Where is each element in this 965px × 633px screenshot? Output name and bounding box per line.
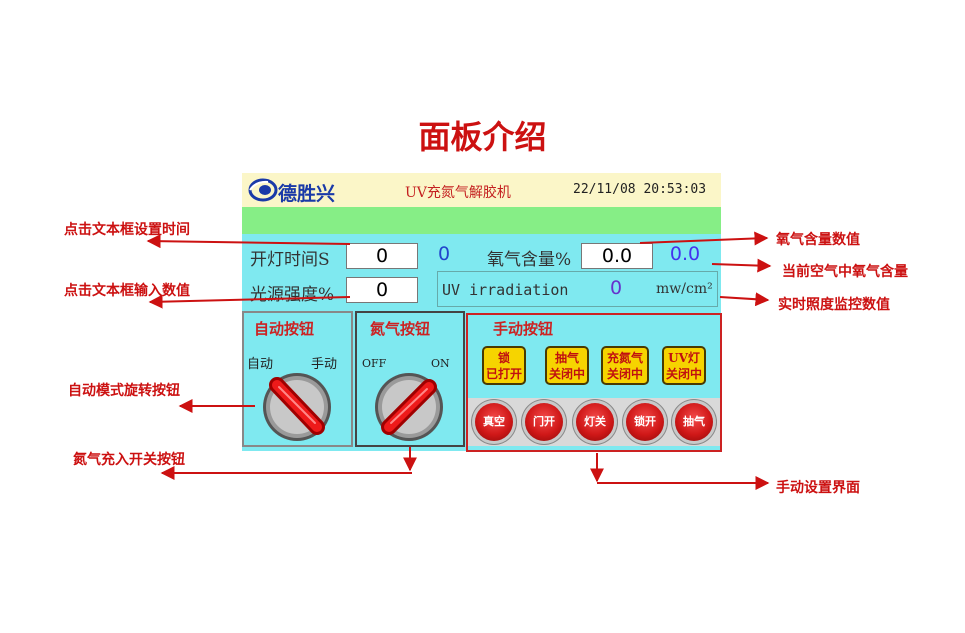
auto-panel: 自动按钮 自动 手动 — [242, 311, 353, 447]
vacuum-button-line1: 抽气 — [554, 351, 579, 365]
clock[interactable]: 22/11/08 20:53:03 — [573, 182, 706, 197]
auto-panel-title: 自动按钮 — [254, 320, 315, 338]
oxygen-setpoint-input[interactable]: 0.0 — [581, 243, 653, 269]
hmi-header: 德胜兴 UV充氮气解胶机 22/11/08 20:53:03 — [242, 173, 721, 207]
annotation-input-value: 点击文本框输入数值 — [64, 283, 190, 299]
lamp-time-label: 开灯时间S — [250, 250, 330, 270]
nitrogen-panel-title: 氮气按钮 — [370, 320, 431, 338]
indicator-door[interactable]: 门开 — [525, 403, 563, 441]
indicator-lamp[interactable]: 灯关 — [576, 403, 614, 441]
brand-logo-icon — [248, 178, 278, 202]
machine-name: UV充氮气解胶机 — [405, 185, 511, 201]
lamp-time-input[interactable]: 0 — [346, 243, 418, 269]
lamp-time-actual: 0 — [438, 243, 451, 265]
auto-label: 自动 — [247, 357, 274, 372]
oxygen-actual-value: 0.0 — [669, 243, 701, 265]
annotation-current-oxygen: 当前空气中氧气含量 — [782, 264, 908, 280]
on-label: ON — [431, 357, 450, 370]
uv-irradiation-box: UV irradiation 0 mw/cm² — [437, 271, 718, 307]
nitrogen-fill-button[interactable]: 充氮气 关闭中 — [601, 346, 649, 385]
uv-lamp-button-line2: 关闭中 — [665, 367, 702, 381]
annotation-manual-ui: 手动设置界面 — [776, 480, 860, 496]
nitrogen-fill-button-line1: 充氮气 — [606, 351, 643, 365]
brand-name: 德胜兴 — [278, 183, 336, 205]
uv-lamp-button[interactable]: UV灯 关闭中 — [662, 346, 706, 385]
annotation-oxygen-value: 氧气含量数值 — [776, 232, 860, 248]
arrow-irradiance — [719, 292, 770, 307]
manual-label: 手动 — [311, 357, 338, 372]
arrow-oxygen-value — [639, 231, 769, 246]
arrow-set-time — [146, 234, 351, 249]
manual-panel: 手动按钮 锁 已打开 抽气 关闭中 充氮气 关闭中 UV灯 关闭中 真空 门开 … — [466, 313, 722, 452]
uv-value: 0 — [610, 277, 623, 299]
clock-time: 20:53:03 — [643, 182, 707, 197]
manual-panel-title: 手动按钮 — [493, 320, 554, 338]
indicator-pump[interactable]: 抽气 — [675, 403, 713, 441]
light-intensity-input[interactable]: 0 — [346, 277, 418, 303]
lock-button-line2: 已打开 — [485, 367, 522, 381]
arrow-input-value — [148, 294, 351, 309]
status-bar — [242, 207, 721, 234]
nitrogen-fill-button-line2: 关闭中 — [606, 367, 643, 381]
uv-label: UV irradiation — [442, 281, 569, 299]
indicator-vacuum[interactable]: 真空 — [475, 403, 513, 441]
indicator-lock[interactable]: 锁开 — [626, 403, 664, 441]
uv-unit: mw/cm² — [656, 281, 713, 297]
indicator-strip: 真空 门开 灯关 锁开 抽气 — [468, 398, 720, 446]
hmi-screen: 德胜兴 UV充氮气解胶机 22/11/08 20:53:03 开灯时间S 0 0… — [242, 173, 722, 452]
nitrogen-panel: 氮气按钮 OFF ON — [355, 311, 465, 447]
vacuum-button-line2: 关闭中 — [548, 367, 585, 381]
annotation-set-time: 点击文本框设置时间 — [64, 222, 190, 238]
oxygen-label: 氧气含量% — [487, 250, 572, 270]
annotation-n2-switch: 氮气充入开关按钮 — [73, 452, 185, 468]
page-title: 面板介绍 — [418, 118, 547, 156]
nitrogen-switch-knob[interactable] — [373, 371, 445, 443]
vacuum-button[interactable]: 抽气 关闭中 — [545, 346, 589, 385]
annotation-irradiance: 实时照度监控数值 — [778, 297, 890, 313]
arrow-current-oxygen — [711, 258, 772, 273]
uv-lamp-button-line1: UV灯 — [668, 351, 700, 365]
light-intensity-label: 光源强度% — [250, 285, 335, 305]
lock-button[interactable]: 锁 已打开 — [482, 346, 526, 385]
off-label: OFF — [362, 357, 387, 370]
annotation-auto-knob: 自动模式旋转按钮 — [68, 383, 180, 399]
clock-date: 22/11/08 — [573, 182, 636, 197]
auto-rotary-knob[interactable] — [261, 371, 333, 443]
lock-button-line1: 锁 — [497, 351, 510, 365]
